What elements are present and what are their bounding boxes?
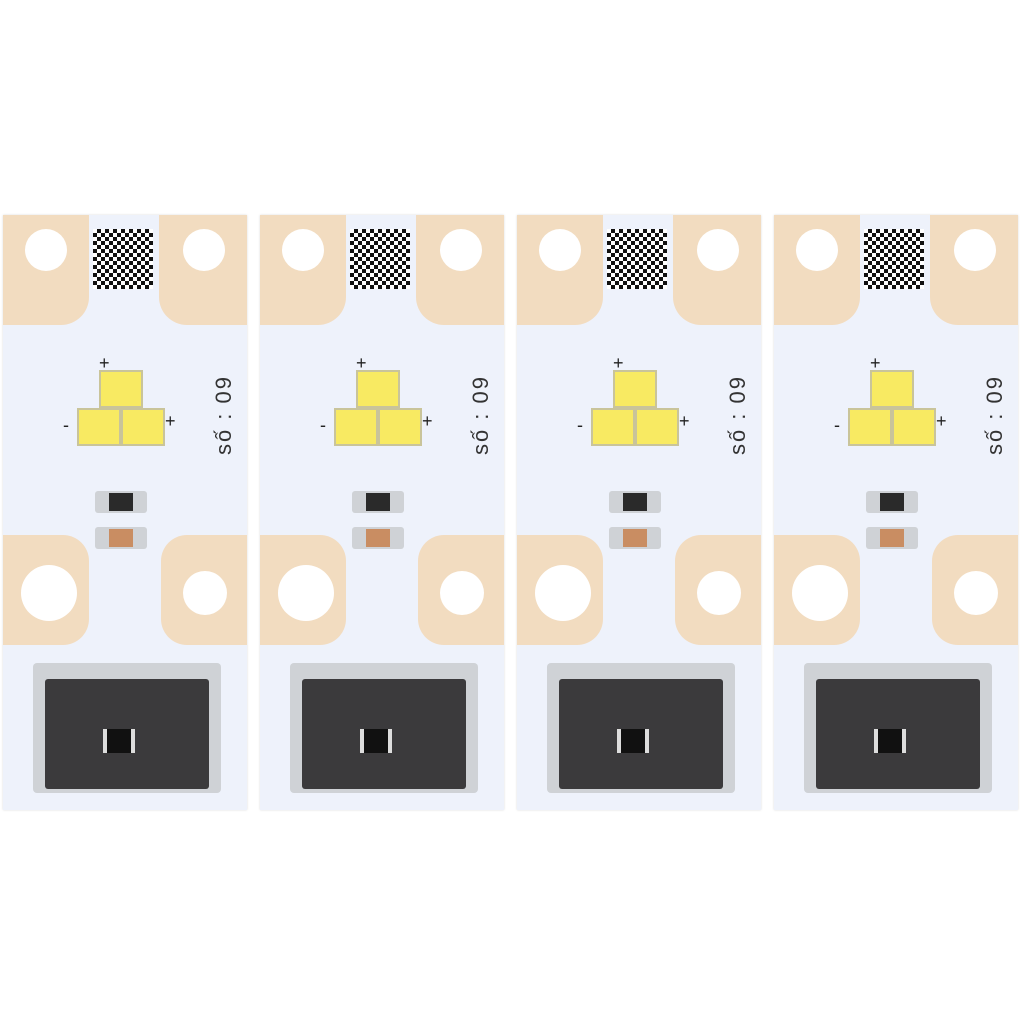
copper-pad xyxy=(673,215,761,325)
copper-pad xyxy=(3,535,89,645)
led-pcb-board: + + - số : 09 xyxy=(260,215,504,810)
led-chip xyxy=(121,408,165,446)
smd-capacitor xyxy=(609,527,661,549)
board-label: số : 09 xyxy=(468,375,493,456)
led-chip xyxy=(99,370,143,408)
qr-code xyxy=(607,229,667,289)
led-chip xyxy=(334,408,378,446)
led-chip xyxy=(848,408,892,446)
board-label: số : 09 xyxy=(211,375,236,456)
copper-pad xyxy=(517,215,603,325)
polarity-mark: + xyxy=(870,353,881,373)
smd-capacitor xyxy=(352,527,404,549)
connector xyxy=(804,663,992,793)
copper-pad xyxy=(159,215,247,325)
smd-resistor xyxy=(866,491,918,513)
smd-capacitor xyxy=(866,527,918,549)
led-pcb-board: + + - số : 09 xyxy=(517,215,761,810)
smd-resistor xyxy=(609,491,661,513)
qr-code xyxy=(864,229,924,289)
led-chip xyxy=(892,408,936,446)
led-chip xyxy=(378,408,422,446)
polarity-mark: + xyxy=(422,411,433,431)
copper-pad xyxy=(260,215,346,325)
led-chip xyxy=(591,408,635,446)
board-label: số : 09 xyxy=(982,375,1007,456)
copper-pad xyxy=(675,535,761,645)
led-chip xyxy=(635,408,679,446)
polarity-mark: + xyxy=(613,353,624,373)
copper-pad xyxy=(3,215,89,325)
polarity-mark: - xyxy=(577,415,583,435)
copper-pad xyxy=(932,535,1018,645)
copper-pad xyxy=(416,215,504,325)
smd-resistor xyxy=(95,491,147,513)
led-chip xyxy=(77,408,121,446)
led-pcb-board: + + - số : 09 xyxy=(3,215,247,810)
smd-capacitor xyxy=(95,527,147,549)
qr-code xyxy=(350,229,410,289)
led-chip xyxy=(870,370,914,408)
polarity-mark: + xyxy=(679,411,690,431)
copper-pad xyxy=(517,535,603,645)
polarity-mark: - xyxy=(320,415,326,435)
qr-code xyxy=(93,229,153,289)
polarity-mark: + xyxy=(356,353,367,373)
polarity-mark: + xyxy=(99,353,110,373)
led-chip xyxy=(613,370,657,408)
led-pcb-board: + + - số : 09 xyxy=(774,215,1018,810)
connector xyxy=(547,663,735,793)
polarity-mark: + xyxy=(936,411,947,431)
polarity-mark: - xyxy=(834,415,840,435)
led-chip xyxy=(356,370,400,408)
polarity-mark: + xyxy=(165,411,176,431)
connector xyxy=(290,663,478,793)
board-label: số : 09 xyxy=(725,375,750,456)
copper-pad xyxy=(260,535,346,645)
copper-pad xyxy=(930,215,1018,325)
smd-resistor xyxy=(352,491,404,513)
copper-pad xyxy=(774,535,860,645)
polarity-mark: - xyxy=(63,415,69,435)
copper-pad xyxy=(418,535,504,645)
copper-pad xyxy=(161,535,247,645)
connector xyxy=(33,663,221,793)
copper-pad xyxy=(774,215,860,325)
